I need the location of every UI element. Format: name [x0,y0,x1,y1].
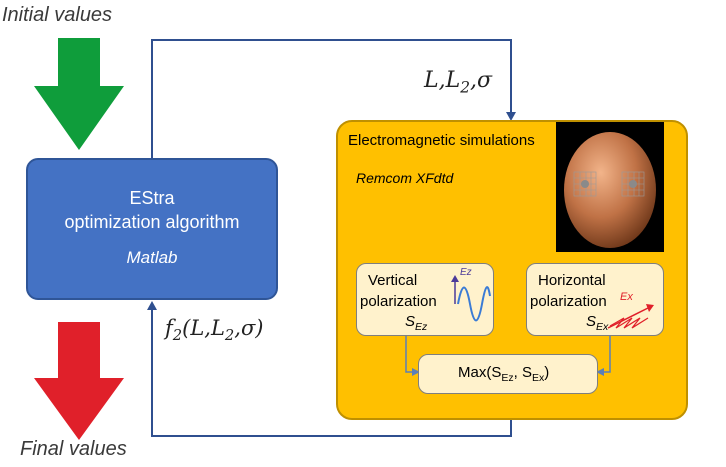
horizontal-wave-label: Ex [620,291,633,303]
head-model-image [556,122,664,252]
estra-subtitle: optimization algorithm [64,212,240,232]
final-values-label: Final values [20,438,127,460]
vertical-s-label: SEz [405,313,428,333]
horizontal-line1: Horizontal [538,272,606,289]
initial-values-label: Initial values [2,4,113,26]
vertical-wave-icon: Ez [451,267,491,322]
vertical-line2: polarization [360,293,437,310]
vertical-line1: Vertical [368,272,418,289]
return-arrowhead [147,301,157,310]
final-arrow [34,322,124,440]
estra-tool: Matlab [126,248,178,267]
fitness-function-label: f2(L,L2,σ) [165,316,264,345]
right-eye-icon [629,180,637,188]
vertical-wave-label: Ez [460,267,472,278]
em-title: Electromagnetic simulations [348,132,535,149]
estra-algorithm-box: EStra optimization algorithm Matlab [26,158,278,300]
vertical-polarization-box [356,263,494,336]
initial-arrow [34,38,124,150]
params-connector [151,39,512,158]
max-box [418,354,598,394]
horizontal-wave-icon: Ex [607,291,654,329]
horizontal-polarization-box [526,263,664,336]
horizontal-s-label: SEx [586,313,609,333]
params-arrowhead [506,112,516,121]
max-label: Max(SEz, SEx) [458,364,550,384]
left-eye-icon [581,180,589,188]
em-software: Remcom XFdtd [356,170,454,186]
estra-title: EStra [129,188,175,208]
horizontal-line2: polarization [530,293,607,310]
parameters-label: L,L2,σ [424,68,493,97]
